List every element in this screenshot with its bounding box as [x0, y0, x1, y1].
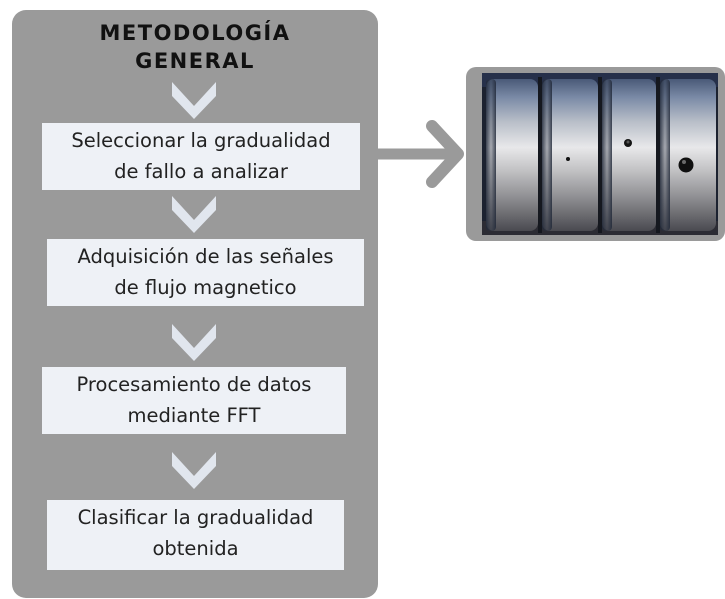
step-box-select-gradualidad: Seleccionar la gradualidad de fallo a an…: [42, 123, 360, 190]
chevron-down-icon: [172, 82, 216, 119]
step-box-clasificar: Clasificar la gradualidad obtenida: [47, 500, 344, 570]
bearing-fault-photo: [482, 73, 718, 235]
step-box-procesamiento: Procesamiento de datos mediante FFT: [42, 367, 346, 434]
step-2-line-2: de flujo magnetico: [114, 276, 297, 299]
step-3-line-1: Procesamiento de datos: [76, 373, 312, 396]
step-1-line-1: Seleccionar la gradualidad: [71, 129, 331, 152]
step-4-line-1: Clasificar la gradualidad: [77, 506, 314, 529]
step-4-line-2: obtenida: [152, 537, 239, 560]
step-3-line-2: mediante FFT: [127, 404, 261, 427]
step-1-line-2: de fallo a analizar: [114, 160, 288, 183]
diagram-title-line-1: METODOLOGÍA: [99, 21, 291, 45]
diagram-title-line-2: GENERAL: [135, 49, 255, 73]
step-box-adquisicion: Adquisición de las señales de flujo magn…: [47, 239, 364, 306]
chevron-down-icon: [172, 196, 216, 233]
step-2-line-1: Adquisición de las señales: [77, 245, 334, 268]
chevron-down-icon: [172, 324, 216, 361]
chevron-down-icon: [172, 452, 216, 489]
right-arrow-icon: [374, 120, 464, 188]
